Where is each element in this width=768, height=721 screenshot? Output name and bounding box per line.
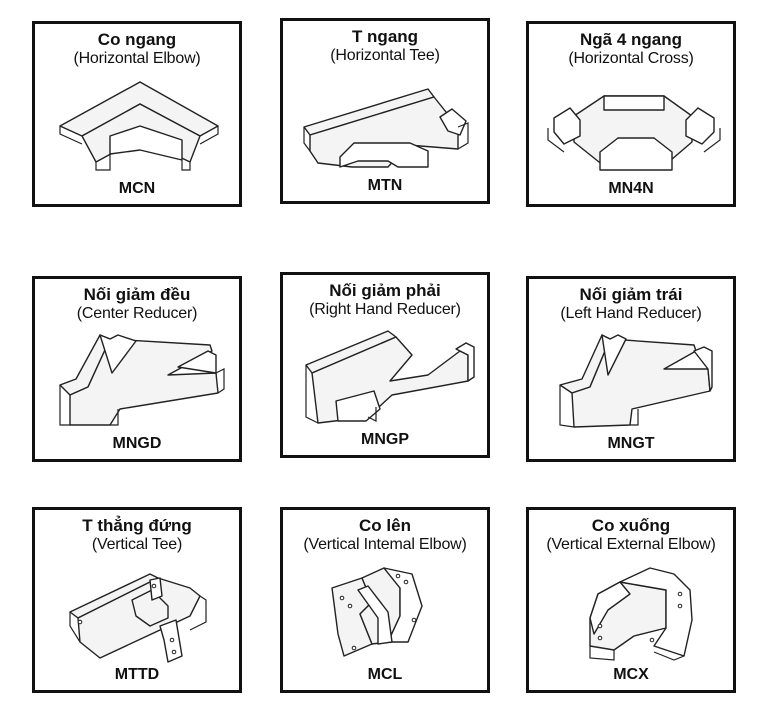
card-subtitle: (Center Reducer) [76,305,198,322]
horizontal-cross-icon [534,74,728,178]
card-horizontal-tee: T ngang (Horizontal Tee) MTN [280,18,490,204]
card-subtitle: (Left Hand Reducer) [560,305,702,322]
card-code: MTN [367,177,403,194]
card-vertical-internal-elbow: Co lên (Vertical Intemal Elbow) MCL [280,507,490,693]
card-code: MCX [613,666,649,683]
card-code: MCL [367,666,403,683]
card-code: MTTD [114,666,160,683]
card-subtitle: (Right Hand Reducer) [309,301,461,318]
card-vertical-external-elbow: Co xuống (Vertical External Elbow) MCX [526,507,736,693]
card-right-hand-reducer: Nối giảm phải (Right Hand Reducer) MNGP [280,272,490,458]
card-subtitle: (Vertical External Elbow) [546,536,716,553]
card-subtitle: (Horizontal Elbow) [73,50,201,67]
card-code: MNGD [112,435,162,452]
vertical-tee-icon [40,560,234,664]
card-left-hand-reducer: Nối giảm trái (Left Hand Reducer) MNGT [526,276,736,462]
vertical-internal-elbow-icon [288,560,482,664]
card-title: T ngang [351,27,419,46]
vertical-external-elbow-icon [534,560,728,664]
card-title: Co ngang [97,30,177,49]
card-subtitle: (Horizontal Cross) [568,50,694,67]
card-code: MCN [118,180,156,197]
card-title: Co lên [359,516,411,535]
card-subtitle: (Vertical Tee) [91,536,183,553]
card-code: MNGP [361,431,409,448]
card-title: Nối giảm trái [579,285,683,304]
card-subtitle: (Horizontal Tee) [330,47,440,64]
horizontal-elbow-icon [40,74,234,178]
card-code: MNGT [607,435,655,452]
card-subtitle: (Vertical Intemal Elbow) [303,536,467,553]
right-hand-reducer-icon [288,325,482,429]
card-horizontal-elbow: Co ngang (Horizontal Elbow) MCN [32,21,242,207]
card-code: MN4N [608,180,654,197]
card-title: Nối giảm phải [329,281,441,300]
center-reducer-icon [40,329,234,433]
card-horizontal-cross: Ngã 4 ngang (Horizontal Cross) MN4N [526,21,736,207]
card-title: Ngã 4 ngang [579,30,682,49]
card-title: Co xuống [591,516,671,535]
left-hand-reducer-icon [534,329,728,433]
horizontal-tee-icon [288,71,482,175]
card-vertical-tee: T thẳng đứng (Vertical Tee) MTTD [32,507,242,693]
card-title: T thẳng đứng [82,516,192,535]
card-title: Nối giảm đều [83,285,191,304]
card-center-reducer: Nối giảm đều (Center Reducer) MNGD [32,276,242,462]
